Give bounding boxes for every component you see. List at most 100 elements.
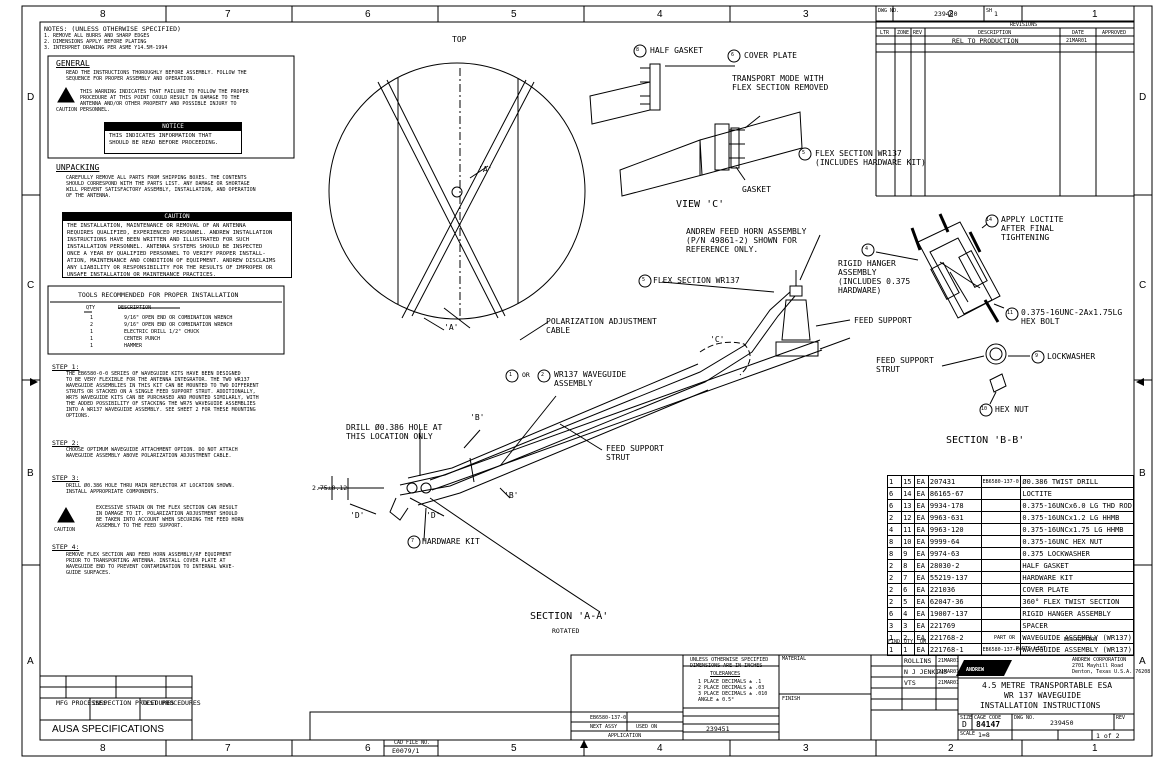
unpacking-line: WILL PREVENT SATISFACTORY ASSEMBLY, INST…	[66, 187, 256, 193]
parts-description: 360° FLEX TWIST SECTION	[1020, 595, 1134, 608]
section-label-a: 'A'	[478, 165, 493, 174]
callout-flex-wr137: FLEX SECTION WR137	[653, 276, 740, 285]
parts-find: 10	[901, 535, 916, 548]
approved-date: 21MAR01	[938, 680, 960, 686]
parts-description: 0.375-16UNC HEX NUT	[1020, 535, 1134, 548]
caution-line: ATION, MAINTENANCE AND CONDITION OF EQUI…	[67, 258, 276, 264]
notice-line: SHOULD BE READ BEFORE PROCEEDING.	[109, 140, 219, 146]
callout-loctite: TIGHTENING	[1001, 233, 1050, 242]
parts-description: Ø0.386 TWIST DRILL	[1020, 475, 1134, 488]
caution-line: REQUIRES QUALIFIED, EXPERIENCED PERSONNE…	[67, 230, 273, 236]
parts-um: EA	[914, 571, 929, 584]
tools-qty: 1	[90, 336, 94, 342]
parts-qty: 4	[886, 523, 903, 536]
general-caution-line: THIS WARNING INDICATES THAT FAILURE TO F…	[80, 89, 249, 95]
parts-um: EA	[914, 583, 929, 596]
step2-line: CHOOSE OPTIMUM WAVEGUIDE ATTACHMENT OPTI…	[66, 447, 238, 453]
parts-qty: 1	[886, 475, 903, 488]
drawing-title: 4.5 METRE TRANSPORTABLE ESA	[982, 681, 1113, 690]
notes-line: 3. INTERPRET DRAWING PER ASME Y14.5M-199…	[44, 45, 168, 51]
parts-number: 9934-178	[927, 499, 982, 512]
zone-top-1: 1	[1092, 9, 1098, 20]
step1-heading: STEP 1:	[52, 363, 80, 371]
callout-fs-strut: FEED SUPPORT	[606, 444, 664, 453]
step4-line: GUIDE SURFACES.	[66, 570, 112, 576]
size-value: D	[962, 720, 967, 729]
section-aa-title: SECTION 'A-A'	[530, 611, 609, 622]
ausa-specifications: AUSA SPECIFICATIONS	[52, 724, 165, 735]
parts-um: EA	[914, 487, 929, 500]
balloon-5: 5	[802, 150, 806, 156]
tolerances-label: TOLERANCES	[710, 671, 741, 677]
andrew-logo: ANDREW	[966, 667, 985, 673]
company-address: 2701 Mayhill Road	[1072, 663, 1124, 669]
zone-bottom-4: 4	[657, 743, 663, 754]
scale-label: SCALE	[960, 731, 976, 737]
zone-left-a: A	[27, 656, 34, 667]
step3-caution-line: EXCESSIVE STRAIN ON THE FLEX SECTION CAN…	[96, 505, 238, 511]
step2-line: WAVEGUIDE ASSEMBLY ABOVE POLARIZATION AD…	[66, 453, 232, 459]
step4-line: REMOVE FLEX SECTION AND FEED HORN ASSEMB…	[66, 552, 232, 558]
parts-ref	[980, 571, 1022, 584]
general-text: SEQUENCE FOR PROPER ASSEMBLY AND OPERATI…	[66, 76, 196, 82]
rev-col-appr: APPROVED	[1102, 30, 1127, 36]
parts-um: EA	[914, 475, 929, 488]
step3-line: INSTALL APPROPRIATE COMPONENTS.	[66, 489, 160, 495]
zone-top-3: 3	[803, 9, 809, 20]
parts-ref	[980, 523, 1022, 536]
general-text: READ THE INSTRUCTIONS THOROUGHLY BEFORE …	[66, 70, 247, 76]
parts-description: 0.375-16UNCx1.2 LG HHMB	[1020, 511, 1134, 524]
next-assy-label: NEXT ASSY	[590, 724, 618, 730]
parts-qty: 2	[886, 583, 903, 596]
parts-qty: 2	[886, 559, 903, 572]
company-name: ANDREW CORPORATION	[1072, 657, 1127, 663]
callout-rigid-hanger: ASSEMBLY	[838, 268, 877, 277]
checked-by: N J JENKINS	[904, 668, 948, 676]
unpacking-line: SHOULD CORRESPOND WITH THE PARTS LIST. A…	[66, 181, 250, 187]
application-label: APPLICATION	[608, 733, 642, 739]
notes-line: 1. REMOVE ALL BURRS AND SHARP EDGES	[44, 33, 150, 39]
callout-rigid-hanger: HARDWARE)	[838, 286, 882, 295]
general-caution-line: PROCEDURE AT THIS POINT COULD RESULT IN …	[80, 95, 240, 101]
parts-find: 3	[901, 619, 916, 632]
parts-find: 1	[901, 643, 916, 656]
callout-transport: TRANSPORT MODE WITH	[732, 74, 824, 83]
caution-line: THE INSTALLATION, MAINTENANCE OR REMOVAL…	[67, 223, 246, 229]
parts-ref	[980, 595, 1022, 608]
parts-qty: 2	[886, 571, 903, 584]
callout-lockwasher: LOCKWASHER	[1047, 352, 1096, 361]
balloon-7: 7	[411, 538, 415, 544]
section-label-c: 'C'	[710, 335, 725, 344]
step4-line: PRIOR TO TRANSPORTING ANTENNA. INSTALL C…	[66, 558, 226, 564]
zone-right-c: C	[1139, 280, 1147, 291]
rev-col-ltr: LTR	[880, 30, 890, 36]
callout-pol-adj: CABLE	[546, 326, 571, 335]
step2-heading: STEP 2:	[52, 439, 80, 447]
material-label: MATERIAL	[782, 656, 807, 662]
rev-col-date: DATE	[1072, 30, 1085, 36]
parts-qty: 6	[886, 499, 903, 512]
parts-um: EA	[914, 619, 929, 632]
callout-dimension: 2.75±0.12	[312, 484, 348, 492]
parts-qty: 3	[886, 619, 903, 632]
parts-description: 0.375 LOCKWASHER	[1020, 547, 1134, 560]
zone-bottom-3: 3	[803, 743, 809, 754]
caution-line: ONCE A YEAR BY QUALIFIED PERSONNEL TO VE…	[67, 251, 266, 257]
tol-header: UNLESS OTHERWISE SPECIFIED	[690, 657, 769, 663]
rev-date: 21MAR01	[1066, 38, 1088, 44]
parts-qty: 2	[886, 511, 903, 524]
section-bb-title: SECTION 'B-B'	[946, 435, 1025, 446]
parts-find: 5	[901, 595, 916, 608]
callout-fs-strut-b: STRUT	[876, 365, 901, 374]
zone-bottom-5: 5	[511, 743, 517, 754]
parts-footer-qty: QTY	[904, 639, 914, 645]
